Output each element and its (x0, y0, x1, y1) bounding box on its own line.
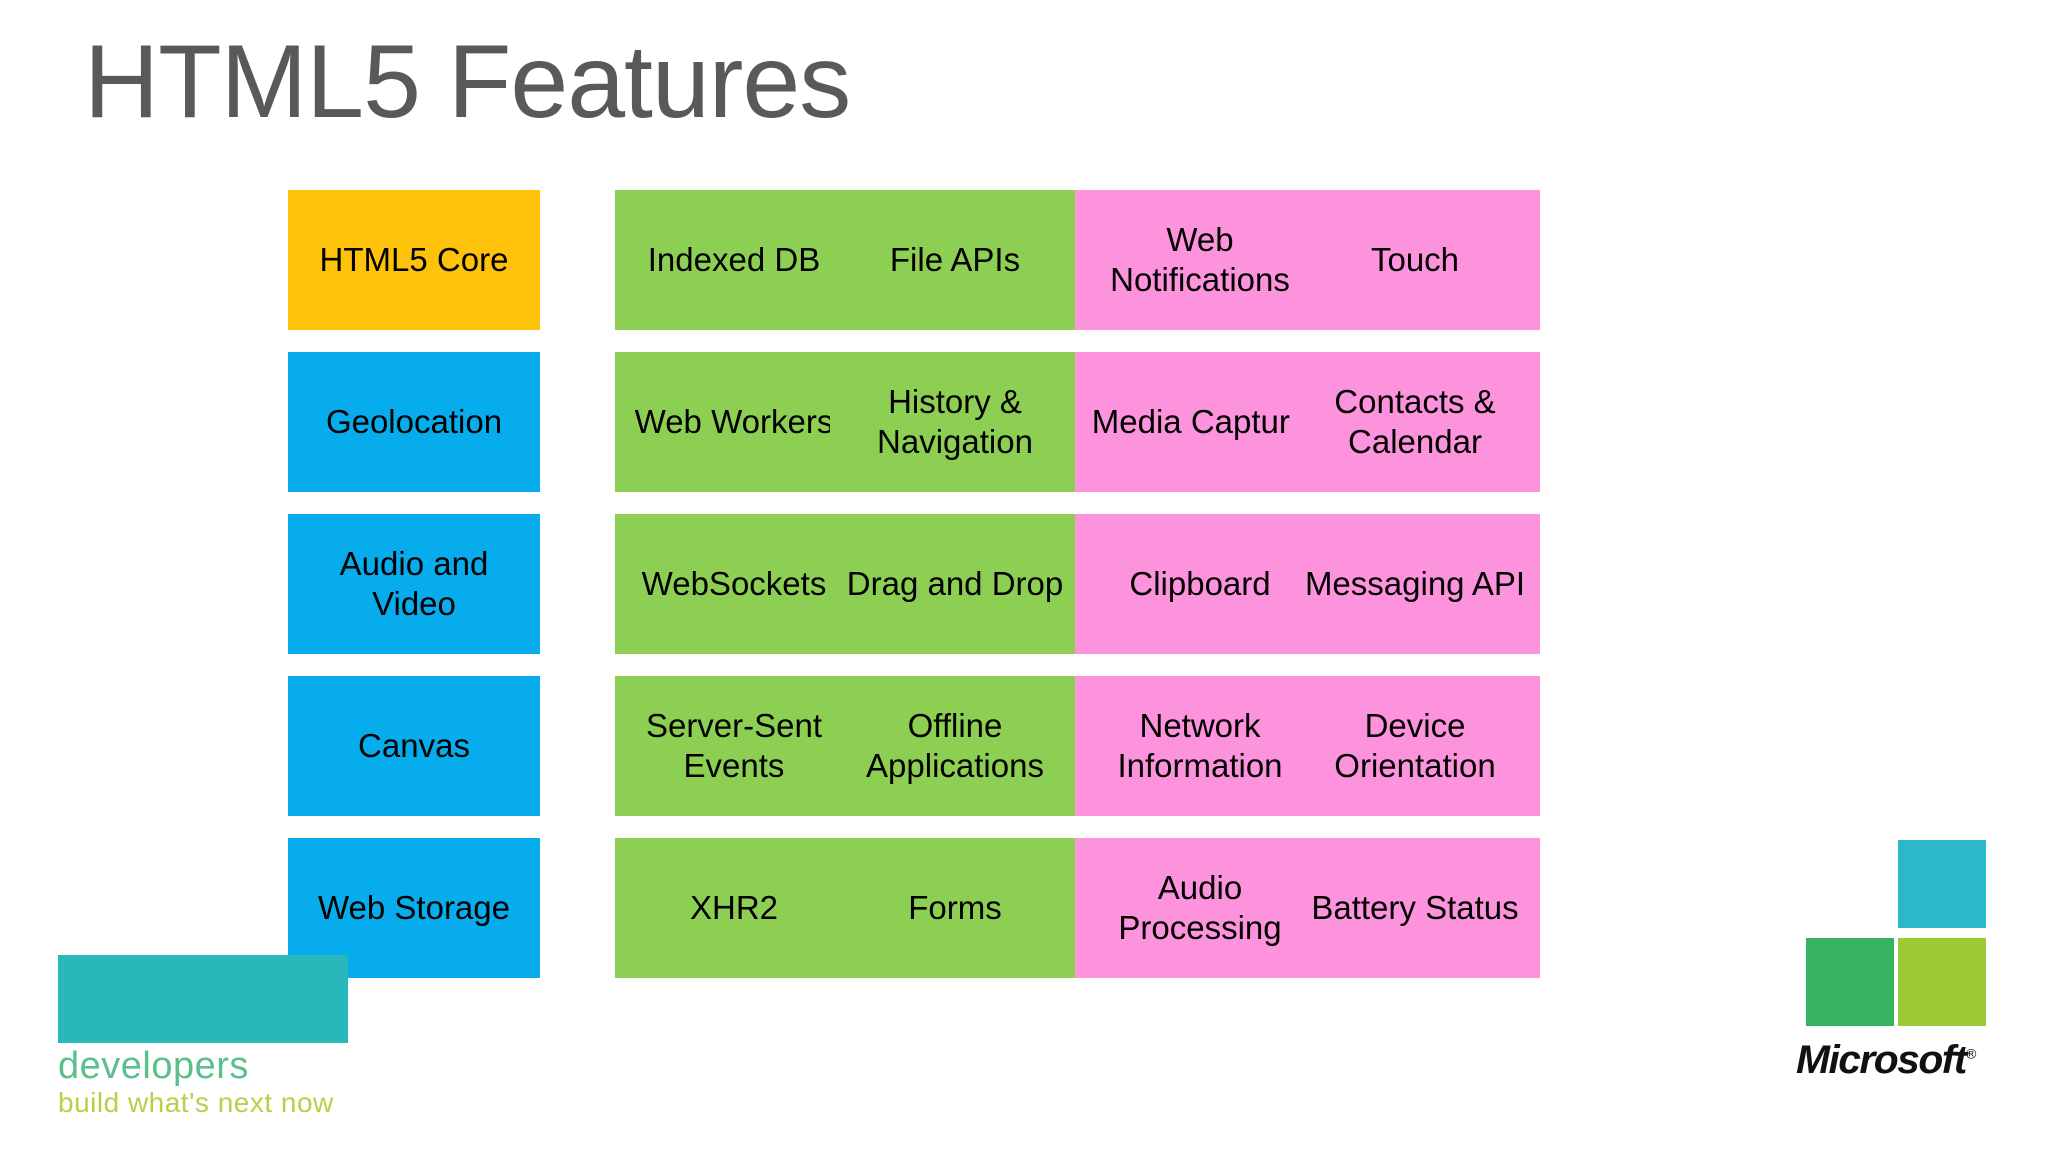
feature-tile[interactable]: HTML5 Core (288, 190, 540, 330)
feature-tile[interactable]: Network Information (1075, 676, 1325, 816)
developers-logo-tagline: build what's next now (58, 1087, 334, 1118)
feature-tile[interactable]: History & Navigation (830, 352, 1080, 492)
developers-logo-block (58, 955, 348, 1043)
developers-logo-word: developers (58, 1045, 249, 1087)
feature-tile[interactable]: Offline Applications (830, 676, 1080, 816)
feature-tile[interactable]: Battery Status (1290, 838, 1540, 978)
microsoft-wordmark-text: Microsoft (1796, 1038, 1967, 1082)
feature-tile[interactable]: Touch (1290, 190, 1540, 330)
feature-tile[interactable]: Media Capture (1075, 352, 1325, 492)
feature-tile[interactable]: Geolocation (288, 352, 540, 492)
feature-tile[interactable]: Drag and Drop (830, 514, 1080, 654)
feature-tile[interactable]: Audio and Video (288, 514, 540, 654)
feature-tile[interactable]: Web Workers (615, 352, 853, 492)
feature-tile[interactable]: Messaging API (1290, 514, 1540, 654)
feature-tile[interactable]: File APIs (830, 190, 1080, 330)
microsoft-square-green-icon (1806, 938, 1894, 1026)
microsoft-logo: Microsoft® (1796, 840, 2016, 1080)
microsoft-trademark-symbol: ® (1965, 1045, 1977, 1062)
feature-tile[interactable]: Server-Sent Events (615, 676, 853, 816)
feature-tile[interactable]: WebSockets (615, 514, 853, 654)
microsoft-square-teal-icon (1898, 840, 1986, 928)
feature-tile[interactable]: Web Notifications (1075, 190, 1325, 330)
feature-tile[interactable]: Web Storage (288, 838, 540, 978)
feature-tile[interactable]: Forms (830, 838, 1080, 978)
feature-tile[interactable]: Canvas (288, 676, 540, 816)
feature-tile[interactable]: Contacts & Calendar (1290, 352, 1540, 492)
feature-tile[interactable]: XHR2 (615, 838, 853, 978)
feature-tile[interactable]: Device Orientation (1290, 676, 1540, 816)
microsoft-square-lime-icon (1898, 938, 1986, 1026)
page-title: HTML5 Features (84, 24, 851, 140)
feature-tile[interactable]: Audio Processing (1075, 838, 1325, 978)
feature-tile[interactable]: Clipboard (1075, 514, 1325, 654)
feature-tile[interactable]: Indexed DB (615, 190, 853, 330)
microsoft-wordmark: Microsoft® (1796, 1040, 1976, 1080)
developers-logo: developers build what's next now (58, 955, 348, 1118)
